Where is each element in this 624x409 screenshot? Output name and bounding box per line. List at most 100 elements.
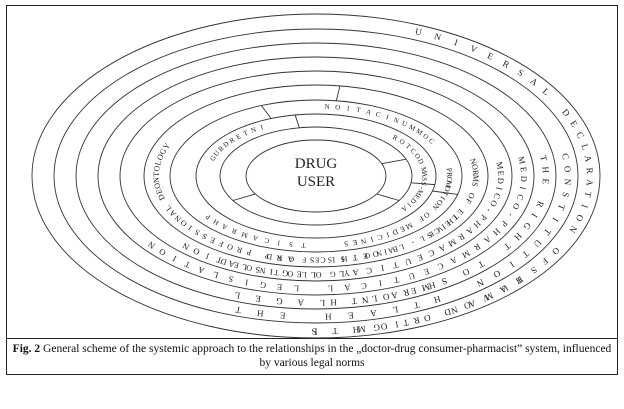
svg-text:L: L bbox=[311, 270, 316, 280]
svg-text:C: C bbox=[574, 130, 586, 140]
svg-text:T: T bbox=[214, 255, 223, 266]
svg-text:T: T bbox=[332, 326, 338, 336]
svg-text:R: R bbox=[445, 172, 454, 177]
svg-text:H: H bbox=[427, 280, 437, 292]
svg-text:O: O bbox=[287, 269, 294, 278]
svg-text:O: O bbox=[421, 132, 430, 141]
ring-ellipse-7 bbox=[195, 113, 437, 239]
svg-text:P: P bbox=[478, 213, 489, 223]
svg-text:E: E bbox=[154, 188, 164, 196]
svg-text:C: C bbox=[515, 193, 526, 202]
svg-text:N: N bbox=[359, 236, 367, 246]
svg-text:E: E bbox=[568, 119, 580, 129]
svg-text:G: G bbox=[259, 280, 266, 291]
svg-text:L: L bbox=[163, 203, 173, 212]
svg-text:A: A bbox=[365, 108, 372, 117]
caption-label: Fig. 2 bbox=[12, 343, 41, 355]
svg-text:C: C bbox=[432, 226, 441, 236]
svg-text:G: G bbox=[158, 147, 169, 157]
caption-text: General scheme of the systemic approach … bbox=[40, 343, 612, 369]
svg-text:S: S bbox=[344, 239, 349, 248]
svg-text:A: A bbox=[584, 179, 594, 187]
svg-text:M: M bbox=[419, 166, 428, 174]
svg-text:R: R bbox=[456, 231, 467, 243]
ring-ellipse-1 bbox=[53, 28, 579, 324]
svg-text:T: T bbox=[451, 212, 461, 222]
svg-text:E: E bbox=[423, 266, 431, 277]
svg-text:M: M bbox=[471, 175, 480, 183]
svg-text:M: M bbox=[494, 161, 505, 171]
svg-text:M: M bbox=[404, 221, 414, 232]
svg-text:O: O bbox=[315, 270, 321, 279]
svg-text:N: N bbox=[449, 304, 459, 316]
svg-text:N: N bbox=[392, 116, 400, 125]
svg-text:L: L bbox=[418, 234, 426, 244]
svg-text:L: L bbox=[398, 242, 406, 252]
svg-text:A: A bbox=[420, 172, 428, 177]
sector-divider-3 bbox=[381, 158, 407, 165]
svg-text:U: U bbox=[531, 237, 543, 249]
svg-text:O: O bbox=[380, 321, 388, 332]
svg-text:A: A bbox=[297, 298, 304, 308]
svg-text:H: H bbox=[324, 312, 331, 322]
svg-text:P: P bbox=[499, 219, 510, 229]
svg-text:S: S bbox=[289, 240, 294, 248]
svg-text:A: A bbox=[351, 267, 359, 278]
svg-text:N: N bbox=[433, 31, 442, 43]
svg-text:S: S bbox=[529, 265, 539, 276]
svg-text:O: O bbox=[335, 103, 341, 111]
svg-text:M: M bbox=[357, 324, 366, 335]
svg-text:N: N bbox=[173, 213, 183, 224]
svg-text:I: I bbox=[244, 277, 249, 287]
svg-text:O: O bbox=[434, 198, 445, 208]
svg-text:U: U bbox=[414, 26, 423, 37]
svg-text:T: T bbox=[402, 317, 410, 328]
svg-text:R: R bbox=[471, 170, 480, 177]
svg-text:T: T bbox=[273, 268, 279, 278]
svg-text:M: M bbox=[414, 188, 424, 198]
svg-text:H: H bbox=[212, 217, 220, 226]
svg-text:R: R bbox=[402, 287, 410, 298]
svg-text:A: A bbox=[437, 243, 448, 255]
svg-text:O: O bbox=[155, 153, 166, 162]
svg-text:P: P bbox=[444, 167, 454, 173]
svg-text:E: E bbox=[518, 166, 528, 172]
svg-text:V: V bbox=[480, 292, 490, 304]
svg-text:M: M bbox=[421, 282, 432, 294]
svg-text:A: A bbox=[498, 284, 509, 296]
svg-text:H: H bbox=[514, 274, 525, 286]
svg-text:H: H bbox=[330, 297, 337, 307]
svg-text:C: C bbox=[427, 248, 436, 260]
svg-text:I: I bbox=[186, 223, 194, 232]
svg-text:O: O bbox=[550, 245, 562, 257]
svg-text:R: R bbox=[391, 133, 399, 142]
svg-text:H: H bbox=[352, 325, 360, 336]
svg-text:T: T bbox=[556, 203, 568, 212]
figure-caption: Fig. 2 General scheme of the systemic ap… bbox=[7, 338, 617, 374]
svg-text:A: A bbox=[386, 245, 394, 255]
svg-text:H: H bbox=[432, 294, 442, 306]
svg-text:M: M bbox=[240, 230, 249, 240]
svg-text:N: N bbox=[375, 248, 383, 258]
svg-text:I: I bbox=[260, 123, 265, 132]
svg-text:A: A bbox=[252, 233, 259, 242]
svg-text:C: C bbox=[560, 152, 571, 160]
ring-ellipse-8 bbox=[219, 126, 413, 226]
svg-text:S: S bbox=[470, 181, 480, 187]
svg-text:N: N bbox=[324, 103, 329, 111]
svg-text:E: E bbox=[443, 219, 452, 229]
svg-text:S: S bbox=[254, 265, 261, 276]
svg-text:L: L bbox=[241, 262, 248, 273]
svg-text:N: N bbox=[152, 177, 162, 184]
svg-text:E: E bbox=[412, 193, 421, 201]
svg-text:T: T bbox=[476, 259, 486, 271]
svg-text:O: O bbox=[413, 152, 422, 161]
svg-text:A: A bbox=[196, 264, 206, 276]
svg-text:C: C bbox=[427, 137, 436, 146]
svg-text:I: I bbox=[315, 326, 318, 336]
svg-text:I: I bbox=[383, 247, 388, 256]
svg-text:S: S bbox=[193, 227, 201, 237]
